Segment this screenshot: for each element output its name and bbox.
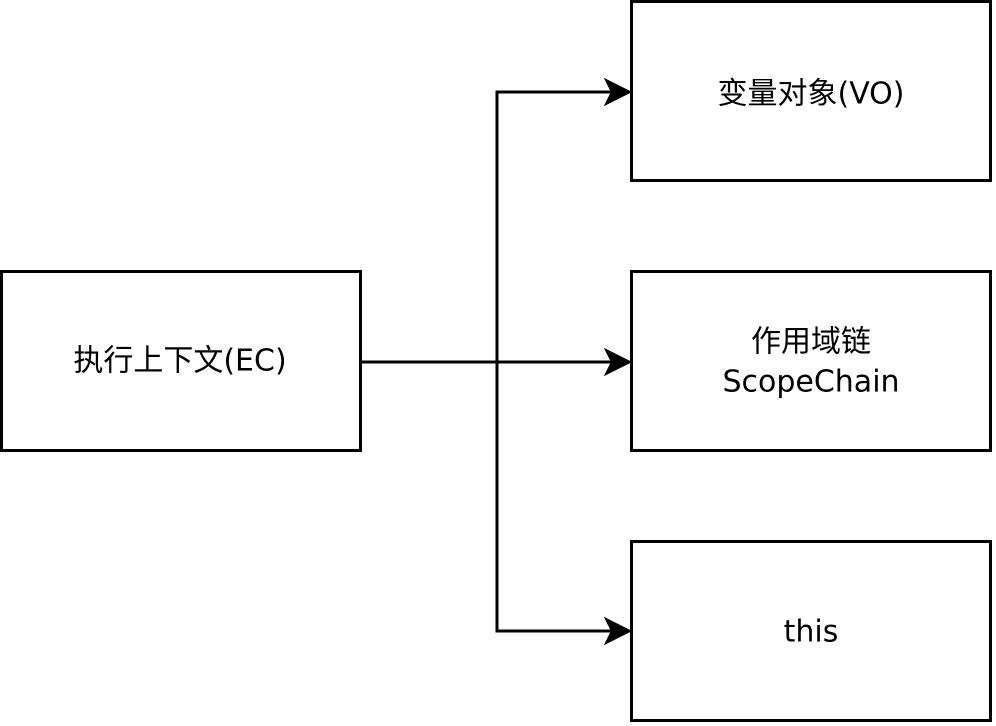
arrowhead-vo <box>603 77 633 107</box>
node-scope-chain-label-line2: ScopeChain <box>722 365 899 400</box>
edge-ec-to-this <box>495 362 612 633</box>
edge-ec-to-vo <box>361 90 612 364</box>
node-this-box <box>630 540 992 722</box>
node-this[interactable]: this <box>630 540 992 722</box>
node-variable-object-label: 变量对象(VO) <box>717 77 904 112</box>
node-execution-context-label: 执行上下文(EC) <box>73 344 286 379</box>
arrowhead-scope-chain <box>603 347 633 377</box>
arrowhead-this <box>603 616 633 646</box>
node-variable-object[interactable]: 变量对象(VO) <box>630 0 992 182</box>
node-scope-chain-box <box>630 270 992 452</box>
edges <box>361 77 633 646</box>
node-execution-context-box <box>0 270 362 452</box>
node-scope-chain[interactable]: 作用域链 ScopeChain <box>630 270 992 452</box>
node-scope-chain-label-line1: 作用域链 <box>751 325 871 360</box>
node-this-label: this <box>784 615 839 650</box>
node-execution-context[interactable]: 执行上下文(EC) <box>0 270 362 452</box>
node-variable-object-box <box>630 0 992 182</box>
